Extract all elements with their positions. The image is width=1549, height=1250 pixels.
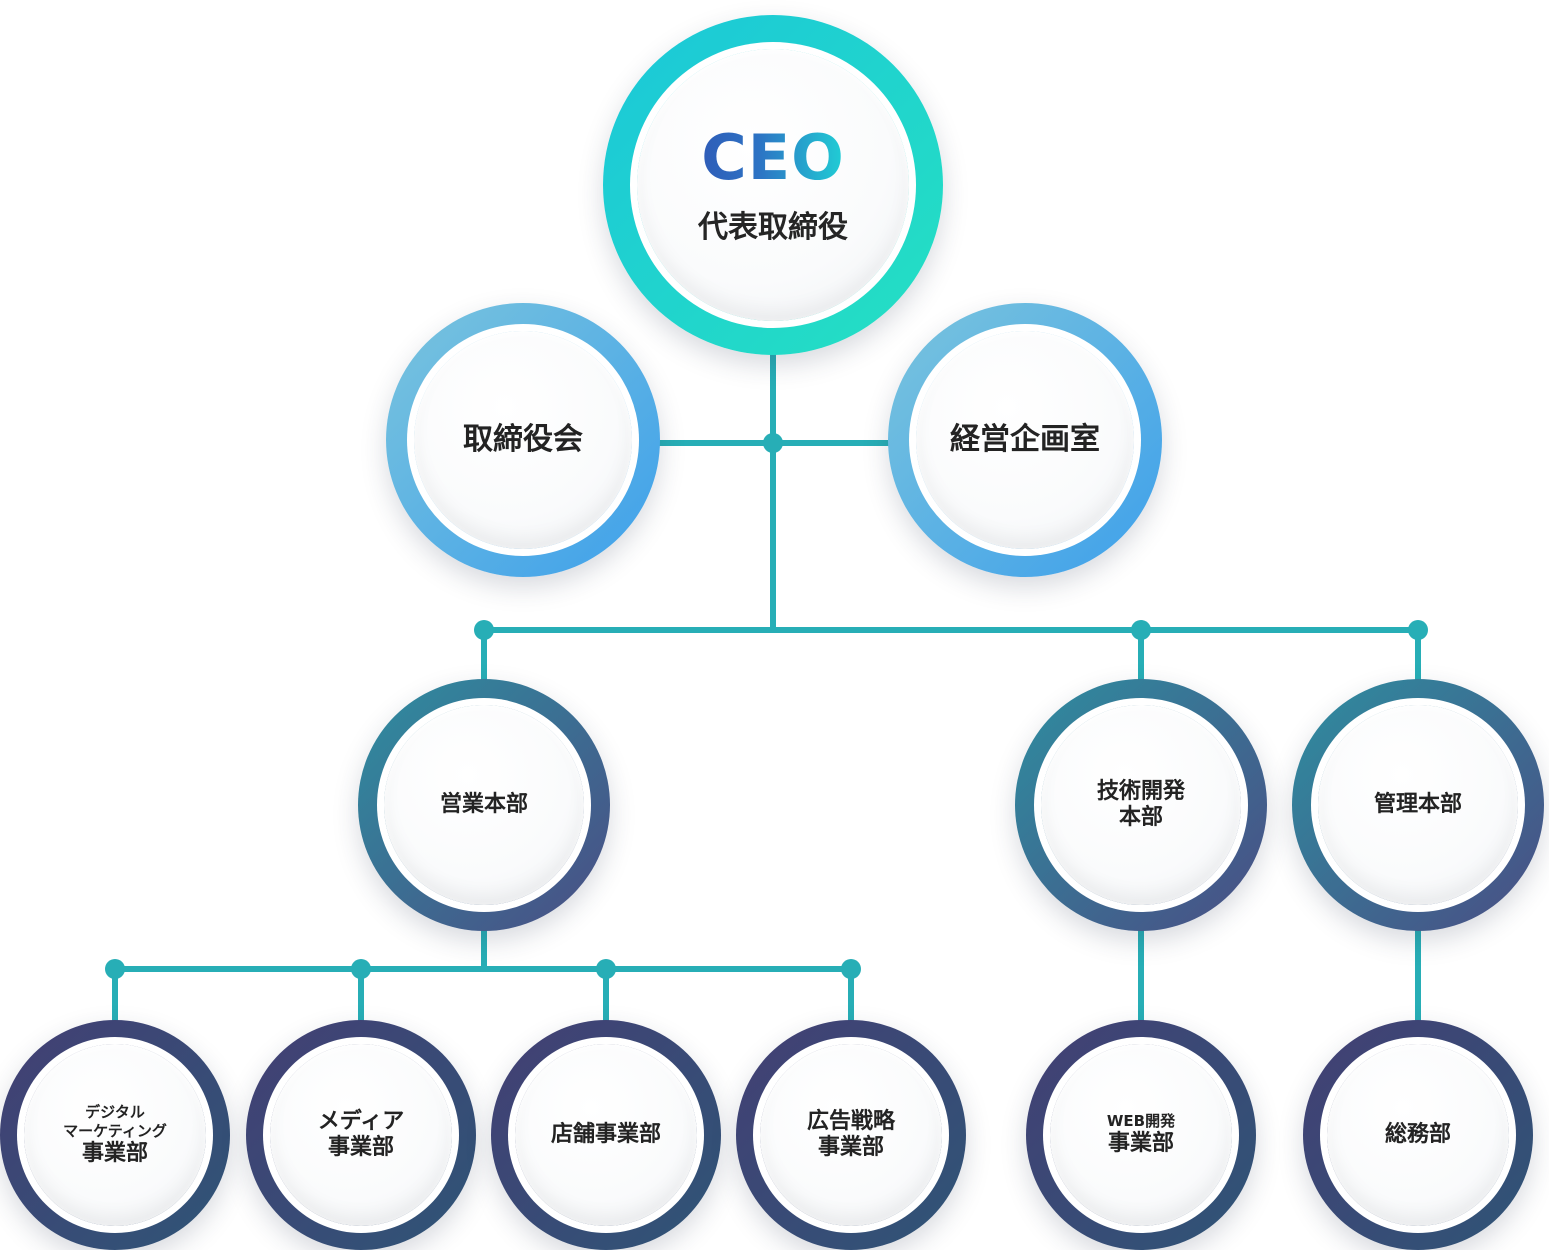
sales-headquarters-node: 営業本部 <box>358 679 610 931</box>
digital-marketing-division-line-1: デジタル <box>85 1103 145 1122</box>
digital-marketing-junction-dot <box>105 959 125 979</box>
web-development-division-label: WEB開発 事業部 <box>1107 1112 1175 1157</box>
ceo-code: CEO <box>701 121 845 194</box>
technology-development-headquarters-node: 技術開発 本部 <box>1015 679 1267 931</box>
media-division-line-1: メディア <box>317 1108 405 1134</box>
board-of-directors-line-1: 取締役会 <box>463 421 583 457</box>
store-division-node: 店舗事業部 <box>491 1020 721 1250</box>
media-division-line-2: 事業部 <box>327 1135 394 1160</box>
administration-headquarters-node-inner: 管理本部 <box>1318 705 1518 905</box>
store-division-label: 店舗事業部 <box>551 1122 661 1148</box>
advertising-strategy-division-label: 広告戦略 事業部 <box>807 1109 895 1162</box>
web-development-division-line-1: WEB開発 <box>1106 1112 1176 1131</box>
advertising-strategy-division-node-inner: 広告戦略 事業部 <box>760 1044 942 1226</box>
board-of-directors-node: 取締役会 <box>386 303 660 577</box>
web-development-division-node-inner: WEB開発 事業部 <box>1050 1044 1232 1226</box>
web-development-division-line-2: 事業部 <box>1107 1131 1174 1157</box>
sales-headquarters-node-inner: 営業本部 <box>384 705 584 905</box>
advertising-strategy-division-line-1: 広告戦略 <box>806 1108 895 1134</box>
board-of-directors-node-inner: 取締役会 <box>414 331 632 549</box>
technology-development-headquarters-line-1: 技術開発 <box>1096 778 1185 804</box>
corporate-planning-node: 経営企画室 <box>888 303 1162 577</box>
ceo-node: CEO 代表取締役 <box>603 15 943 355</box>
technology-development-headquarters-line-2: 本部 <box>1118 805 1163 830</box>
corporate-planning-label: 経営企画室 <box>950 421 1100 458</box>
digital-marketing-division-label: デジタル マーケティング 事業部 <box>63 1103 167 1167</box>
sales-headquarters-junction-dot <box>474 620 494 640</box>
media-division-node-inner: メディア 事業部 <box>270 1044 452 1226</box>
store-division-node-inner: 店舗事業部 <box>515 1044 697 1226</box>
administration-headquarters-junction-dot <box>1408 620 1428 640</box>
store-division-line-1: 店舗事業部 <box>550 1121 661 1147</box>
store-junction-dot <box>596 959 616 979</box>
media-division-label: メディア 事業部 <box>318 1109 404 1162</box>
connector-group <box>105 342 1428 1025</box>
technology-development-headquarters-junction-dot <box>1131 620 1151 640</box>
web-development-division-node: WEB開発 事業部 <box>1026 1020 1256 1250</box>
advertising-strategy-junction-dot <box>841 959 861 979</box>
general-affairs-department-node: 総務部 <box>1303 1020 1533 1250</box>
ceo-node-label: CEO 代表取締役 <box>698 127 848 243</box>
digital-marketing-division-node: デジタル マーケティング 事業部 <box>0 1020 230 1250</box>
technology-development-headquarters-label: 技術開発 本部 <box>1097 779 1185 832</box>
corporate-planning-node-inner: 経営企画室 <box>916 331 1134 549</box>
corporate-planning-line-1: 経営企画室 <box>950 421 1100 457</box>
board-of-directors-label: 取締役会 <box>463 421 583 458</box>
advertising-strategy-division-line-2: 事業部 <box>817 1135 884 1160</box>
advertising-strategy-division-node: 広告戦略 事業部 <box>736 1020 966 1250</box>
administration-headquarters-line-1: 管理本部 <box>1373 791 1462 817</box>
technology-development-headquarters-node-inner: 技術開発 本部 <box>1041 705 1241 905</box>
digital-marketing-division-node-inner: デジタル マーケティング 事業部 <box>24 1044 206 1226</box>
ceo-node-inner: CEO 代表取締役 <box>637 49 909 321</box>
general-affairs-department-label: 総務部 <box>1385 1122 1451 1148</box>
staff-junction-dot <box>763 433 783 453</box>
administration-headquarters-node: 管理本部 <box>1292 679 1544 931</box>
digital-marketing-division-line-2: マーケティング <box>63 1121 167 1140</box>
media-division-node: メディア 事業部 <box>246 1020 476 1250</box>
administration-headquarters-label: 管理本部 <box>1374 792 1462 818</box>
general-affairs-department-line-1: 総務部 <box>1384 1121 1451 1147</box>
general-affairs-department-node-inner: 総務部 <box>1327 1044 1509 1226</box>
digital-marketing-division-line-3: 事業部 <box>81 1140 148 1166</box>
sales-headquarters-line-1: 営業本部 <box>439 791 528 817</box>
ceo-title: 代表取締役 <box>698 210 848 245</box>
media-junction-dot <box>351 959 371 979</box>
sales-headquarters-label: 営業本部 <box>440 792 528 818</box>
